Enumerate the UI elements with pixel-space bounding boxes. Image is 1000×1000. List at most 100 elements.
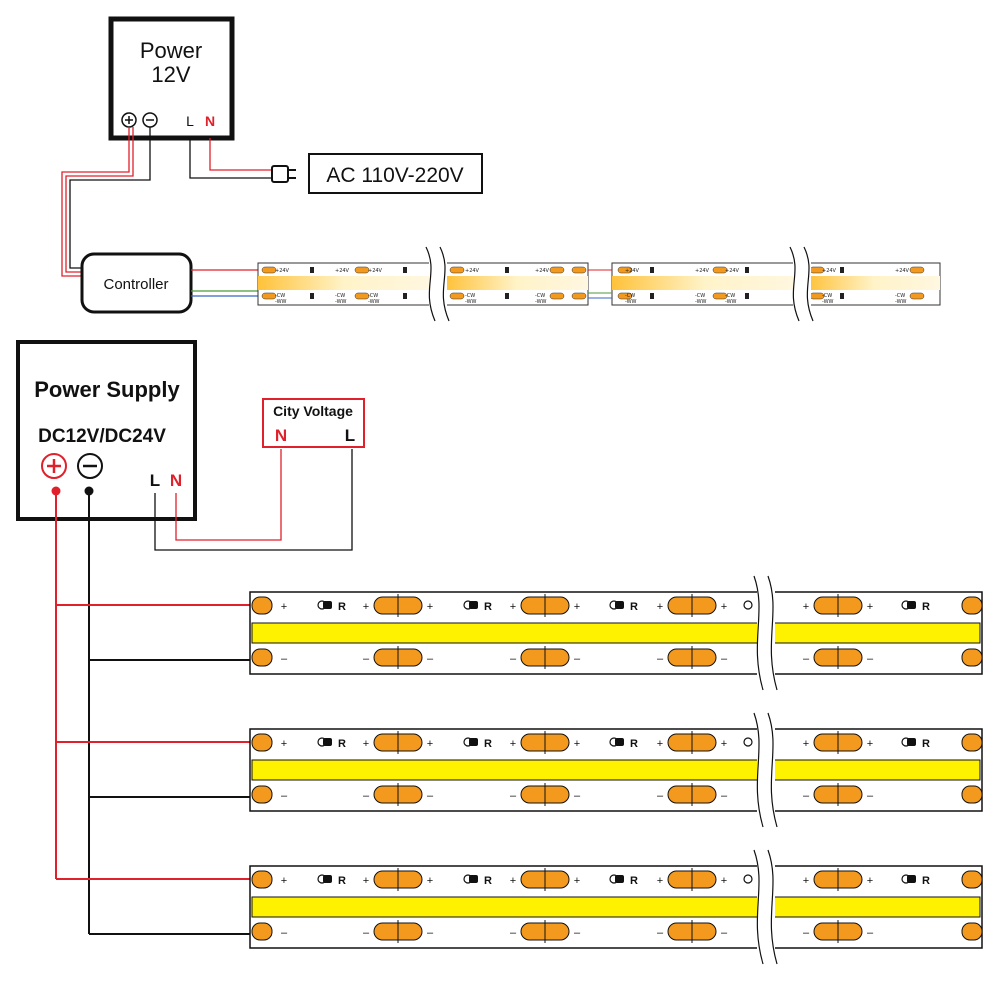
plus-terminal-icon [41,453,67,479]
solder-pad [571,266,587,274]
strip-mark-ww: -WW [695,299,707,305]
plug-icon [271,165,296,183]
resistor-label: R [484,601,492,613]
cob-led-band [258,276,430,290]
pad-plus-mark: + [427,875,433,887]
solder-pad-end [961,648,983,667]
ac-label: AC 110V-220V [326,164,463,187]
pad-plus-mark: + [510,601,516,613]
wire-N-top [209,138,272,171]
pad-plus-mark: + [721,738,727,750]
solder-pad-end [961,922,983,941]
resistor [469,875,478,883]
solder-pad [261,266,277,274]
strip-break-line [767,575,778,691]
strip-break-line [803,246,814,322]
pad-plus-mark: + [363,875,369,887]
strip-mark-ww: -WW [822,299,834,305]
pad-minus-mark: – [867,790,874,802]
pad-minus-mark: – [803,653,810,665]
strip-mark-cw: -CW [335,293,345,299]
solder-pad [712,266,728,274]
strip-mark-cw: -CW [625,293,635,299]
resistor [505,267,509,273]
solder-pad [617,292,633,300]
cob-led-band [612,276,797,290]
resistor-label: R [630,738,638,750]
supply-terminal-L: L [150,471,160,490]
resistor-label: R [338,875,346,887]
solder-pad [354,266,370,274]
solder-pad-end [251,870,273,889]
pad-minus-mark: – [721,927,728,939]
city-L: L [345,426,355,445]
strip-break-gap [757,576,775,690]
strip-mark-voltage: +24V [895,268,910,274]
pad-minus-mark: – [721,653,728,665]
strip-mark-cw: -CW [725,293,735,299]
pad-plus-mark: + [363,738,369,750]
terminal-N: N [205,113,215,129]
resistor-dot [743,600,753,610]
pad-minus-mark: – [363,790,370,802]
solder-pad [909,292,925,300]
solder-pad [571,292,587,300]
pad-plus-mark: + [427,601,433,613]
cob-led-band [808,276,940,290]
resistor-label: R [338,601,346,613]
pad-minus-mark: – [574,653,581,665]
pad-plus-mark: + [721,875,727,887]
solder-pad-end [251,733,273,752]
strip-break-gap [757,850,775,964]
solder-pad [549,292,565,300]
pad-plus-mark: + [803,601,809,613]
strip-mark-voltage: +24V [368,268,383,274]
pad-plus-mark: + [281,601,287,613]
wire-minus-top [69,127,151,269]
city-N: N [275,426,287,445]
resistor-dot [743,874,753,884]
solder-pad-end [961,785,983,804]
pad-minus-mark: – [281,927,288,939]
strip-mark-voltage: +24V [335,268,350,274]
resistor [907,738,916,746]
pad-plus-mark: + [867,601,873,613]
strip-break-line [789,246,800,322]
resistor [403,293,407,299]
supply-voltage: DC12V/DC24V [38,426,166,447]
wire-L-top [189,138,272,179]
strip-mark-cw: -CW [895,293,905,299]
pad-minus-mark: – [510,927,517,939]
pad-plus-mark: + [657,875,663,887]
pad-minus-mark: – [803,927,810,939]
strip-mark-voltage: +24V [275,268,290,274]
strip-break-line [753,712,764,828]
resistor-label: R [484,875,492,887]
solder-pad-end [961,870,983,889]
pad-minus-mark: – [574,790,581,802]
solder-pad [261,292,277,300]
solder-pad-end [251,922,273,941]
resistor-label: R [922,875,930,887]
resistor [310,267,314,273]
resistor [615,601,624,609]
resistor [323,601,332,609]
pad-minus-mark: – [657,927,664,939]
strip-mark-cw: -CW [535,293,545,299]
resistor-dot [743,737,753,747]
pad-minus-mark: – [427,927,434,939]
pad-minus-mark: – [657,653,664,665]
resistor [650,267,654,273]
resistor [907,875,916,883]
wire-plus-top-inner [65,127,134,273]
strip-break-line [439,246,450,322]
strip-break-line [425,246,436,322]
top-cct-strip: +24V-CW-WW+24V-CW-WW+24V-CW-WW+24V-CW-WW… [257,246,941,322]
strip-mark-voltage: +24V [625,268,640,274]
pad-minus-mark: – [510,790,517,802]
solder-pad [712,292,728,300]
plus-terminal-icon [121,112,137,128]
resistor [310,293,314,299]
